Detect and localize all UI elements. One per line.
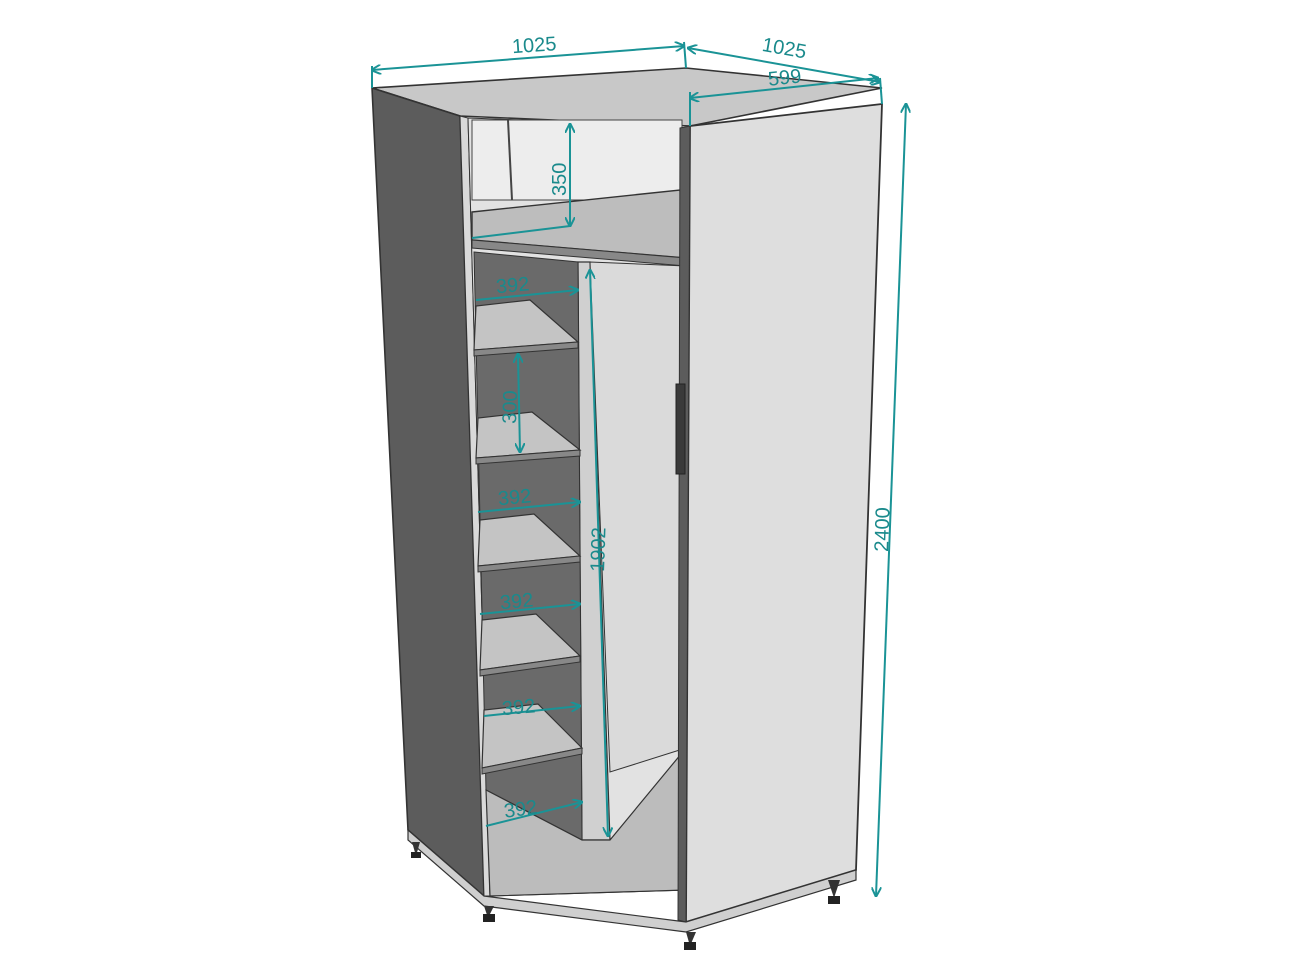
dim-shelf-width-1: 392 (495, 273, 530, 298)
door-handle (675, 383, 686, 475)
dim-shelf-spacing: 300 (499, 390, 522, 424)
dim-total-height: 2400 (871, 507, 895, 552)
dim-hanging-height: 1902 (587, 527, 611, 572)
dim-top-compartment: 350 (549, 163, 571, 196)
dim-shelf-width-3: 392 (499, 589, 534, 614)
shelves (473, 299, 584, 775)
legs (411, 842, 840, 950)
dim-shelf-width-5: 392 (503, 796, 539, 822)
dim-shelf-width-4: 392 (501, 695, 536, 720)
door-panel (685, 102, 883, 924)
plinth (407, 828, 857, 933)
top-compartment-back (471, 119, 683, 201)
dim-door-width: 599 (767, 65, 802, 90)
dimension-lines (372, 42, 906, 896)
dim-width-side: 1025 (760, 34, 808, 63)
dim-shelf-width-2: 392 (497, 485, 532, 510)
dim-width-front: 1025 (511, 33, 557, 58)
